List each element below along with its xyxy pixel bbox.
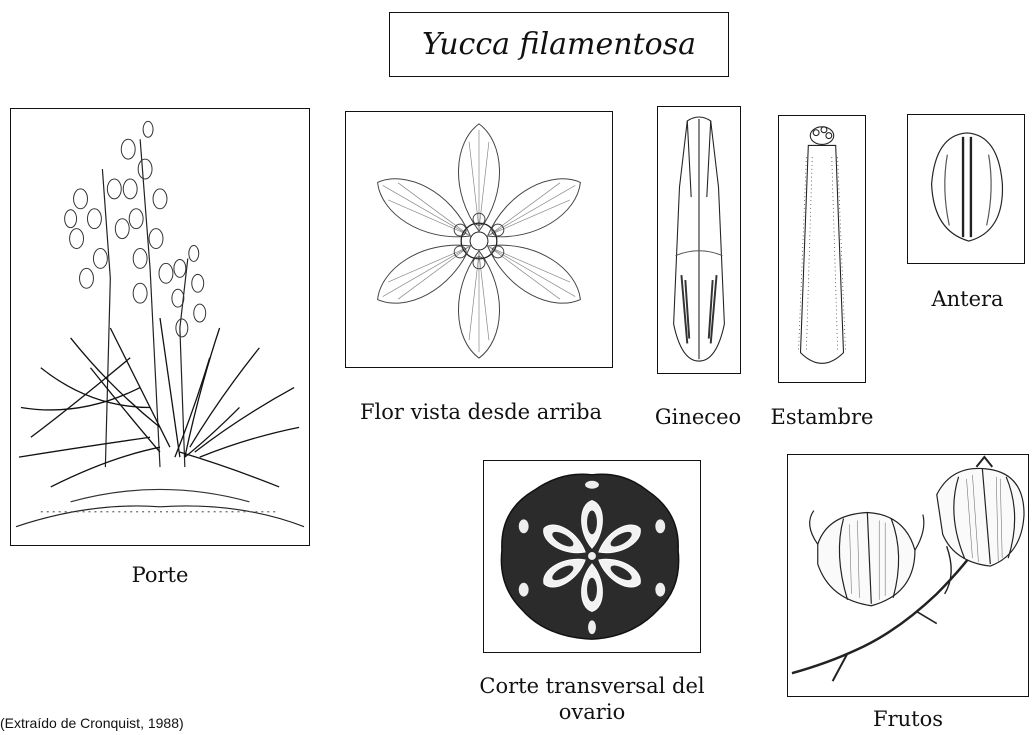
frutos-illustration — [787, 454, 1029, 697]
antera-caption: Antera — [915, 287, 1020, 312]
gineceo-illustration — [657, 106, 741, 374]
title-box: Yucca filamentosa — [389, 12, 729, 77]
corte-drawing — [484, 461, 700, 652]
gineceo-caption: Gineceo — [640, 405, 756, 430]
corte-caption-line1: Corte transversal del — [420, 674, 764, 699]
gineceo-drawing — [658, 107, 740, 373]
corte-illustration — [483, 460, 701, 653]
antera-drawing — [908, 115, 1024, 263]
flor-drawing — [346, 112, 612, 367]
estambre-drawing — [779, 116, 865, 382]
estambre-caption: Estambre — [757, 405, 887, 430]
figure-title: Yucca filamentosa — [422, 27, 696, 62]
corte-caption-line2: ovario — [420, 700, 764, 725]
flor-caption: Flor vista desde arriba — [336, 400, 626, 425]
porte-drawing — [11, 109, 309, 545]
porte-illustration — [10, 108, 310, 546]
estambre-illustration — [778, 115, 866, 383]
porte-caption: Porte — [10, 563, 310, 588]
frutos-drawing — [788, 455, 1028, 696]
antera-illustration — [907, 114, 1025, 264]
source-credit: (Extraído de Cronquist, 1988) — [0, 715, 184, 731]
frutos-caption: Frutos — [787, 707, 1029, 732]
flor-illustration — [345, 111, 613, 368]
